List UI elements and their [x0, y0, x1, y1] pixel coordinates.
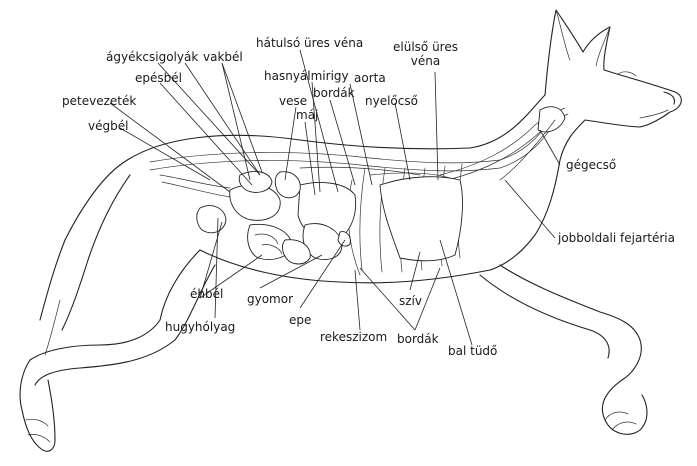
label-bordak-bottom: bordák [397, 332, 439, 346]
label-petevezetek: petevezeték [62, 94, 137, 108]
label-epesbel: epésbél [135, 71, 182, 85]
label-rekeszizom: rekeszizom [320, 330, 388, 344]
label-hatulso-ures-vena: hátulsó üres véna [256, 36, 364, 50]
dog-outline [19, 9, 682, 452]
label-gegecso: gégecső [566, 158, 617, 172]
label-hasnyalmirigy: hasnyálmirigy [264, 69, 349, 83]
internal-organs [149, 106, 569, 276]
label-epe: epe [289, 313, 312, 327]
label-hugyholyag: hugyhólyag [165, 320, 236, 334]
leader-lines [109, 49, 561, 346]
label-vakbel: vakbél [203, 50, 243, 64]
label-vese: vese [279, 94, 308, 108]
label-elulso-ures-vena: elülső üres véna [393, 40, 458, 68]
label-maj: máj [296, 108, 319, 122]
label-bal-tudo: bal tüdő [448, 344, 498, 358]
label-ehbel: éhbél [190, 287, 224, 301]
label-bordak-top: bordák [313, 86, 355, 100]
label-sziv: szív [399, 294, 422, 308]
label-vegbel: végbél [88, 119, 129, 133]
label-jobboldali-fejarteria: jobboldali fejartéria [558, 231, 675, 245]
label-elulso-ures-vena-text: elülső üres véna [393, 40, 458, 68]
label-gyomor: gyomor [247, 292, 294, 306]
label-agyekcsigolyak: ágyékcsigolyák [106, 50, 199, 64]
label-aorta: aorta [354, 71, 386, 85]
label-nyelocso: nyelőcső [365, 94, 418, 108]
